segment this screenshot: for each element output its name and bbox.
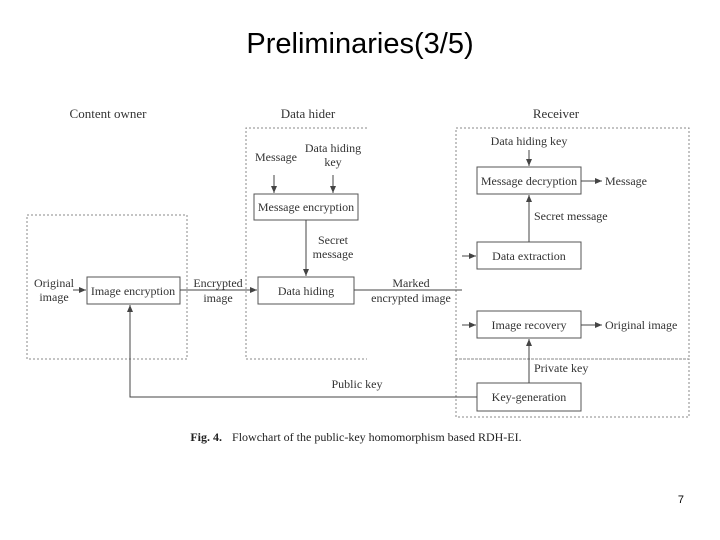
label-marked-1: Marked — [392, 276, 429, 290]
box-key-generation — [476, 382, 582, 412]
label-key-generation: Key-generation — [492, 390, 567, 404]
box-message-decryption — [476, 166, 582, 195]
label-data-hiding-key-1: Data hiding — [305, 141, 361, 155]
figure-caption: Fig. 4. Flowchart of the public-key homo… — [190, 428, 521, 445]
region-data-hider — [245, 127, 367, 360]
label-original-image-out: Original image — [605, 318, 677, 332]
arrow-public-key — [127, 305, 477, 398]
label-message-in: Message — [255, 150, 297, 164]
section-header-data-hider: Data hider — [281, 106, 336, 121]
label-data-hiding-key-receiver: Data hiding key — [491, 134, 568, 148]
label-data-hiding: Data hiding — [278, 284, 334, 298]
section-header-receiver: Receiver — [533, 106, 580, 121]
label-image-encryption: Image encryption — [91, 284, 175, 298]
caption-label: Fig. 4. — [190, 430, 222, 444]
region-content-owner — [26, 214, 188, 360]
label-image-recovery: Image recovery — [492, 318, 567, 332]
box-data-hiding — [257, 276, 355, 305]
box-image-recovery — [476, 310, 582, 339]
region-key-generation — [455, 358, 690, 418]
label-secret-message-receiver: Secret message — [534, 209, 608, 223]
label-marked-2: encrypted image — [371, 291, 451, 305]
label-private-key: Private key — [534, 361, 588, 375]
label-original-image-1: Original — [34, 276, 75, 290]
label-data-hiding-key-2: key — [324, 155, 341, 169]
caption-text: Flowchart of the public-key homomorphism… — [232, 430, 522, 444]
label-message-decryption: Message decryption — [481, 174, 577, 188]
label-original-image-2: image — [39, 290, 68, 304]
label-public-key: Public key — [332, 377, 383, 391]
slide-title: Preliminaries(3/5) — [246, 28, 474, 60]
label-data-extraction: Data extraction — [492, 249, 566, 263]
label-secret-message-2: message — [313, 247, 354, 261]
label-message-encryption: Message encryption — [258, 200, 354, 214]
box-message-encryption — [253, 193, 359, 221]
label-encrypted-image-2: image — [203, 291, 232, 305]
section-header-content-owner: Content owner — [70, 106, 148, 121]
label-encrypted-image-1: Encrypted — [193, 276, 242, 290]
label-message-out: Message — [605, 174, 647, 188]
label-secret-message-1: Secret — [318, 233, 349, 247]
page-number: 7 — [677, 494, 684, 506]
